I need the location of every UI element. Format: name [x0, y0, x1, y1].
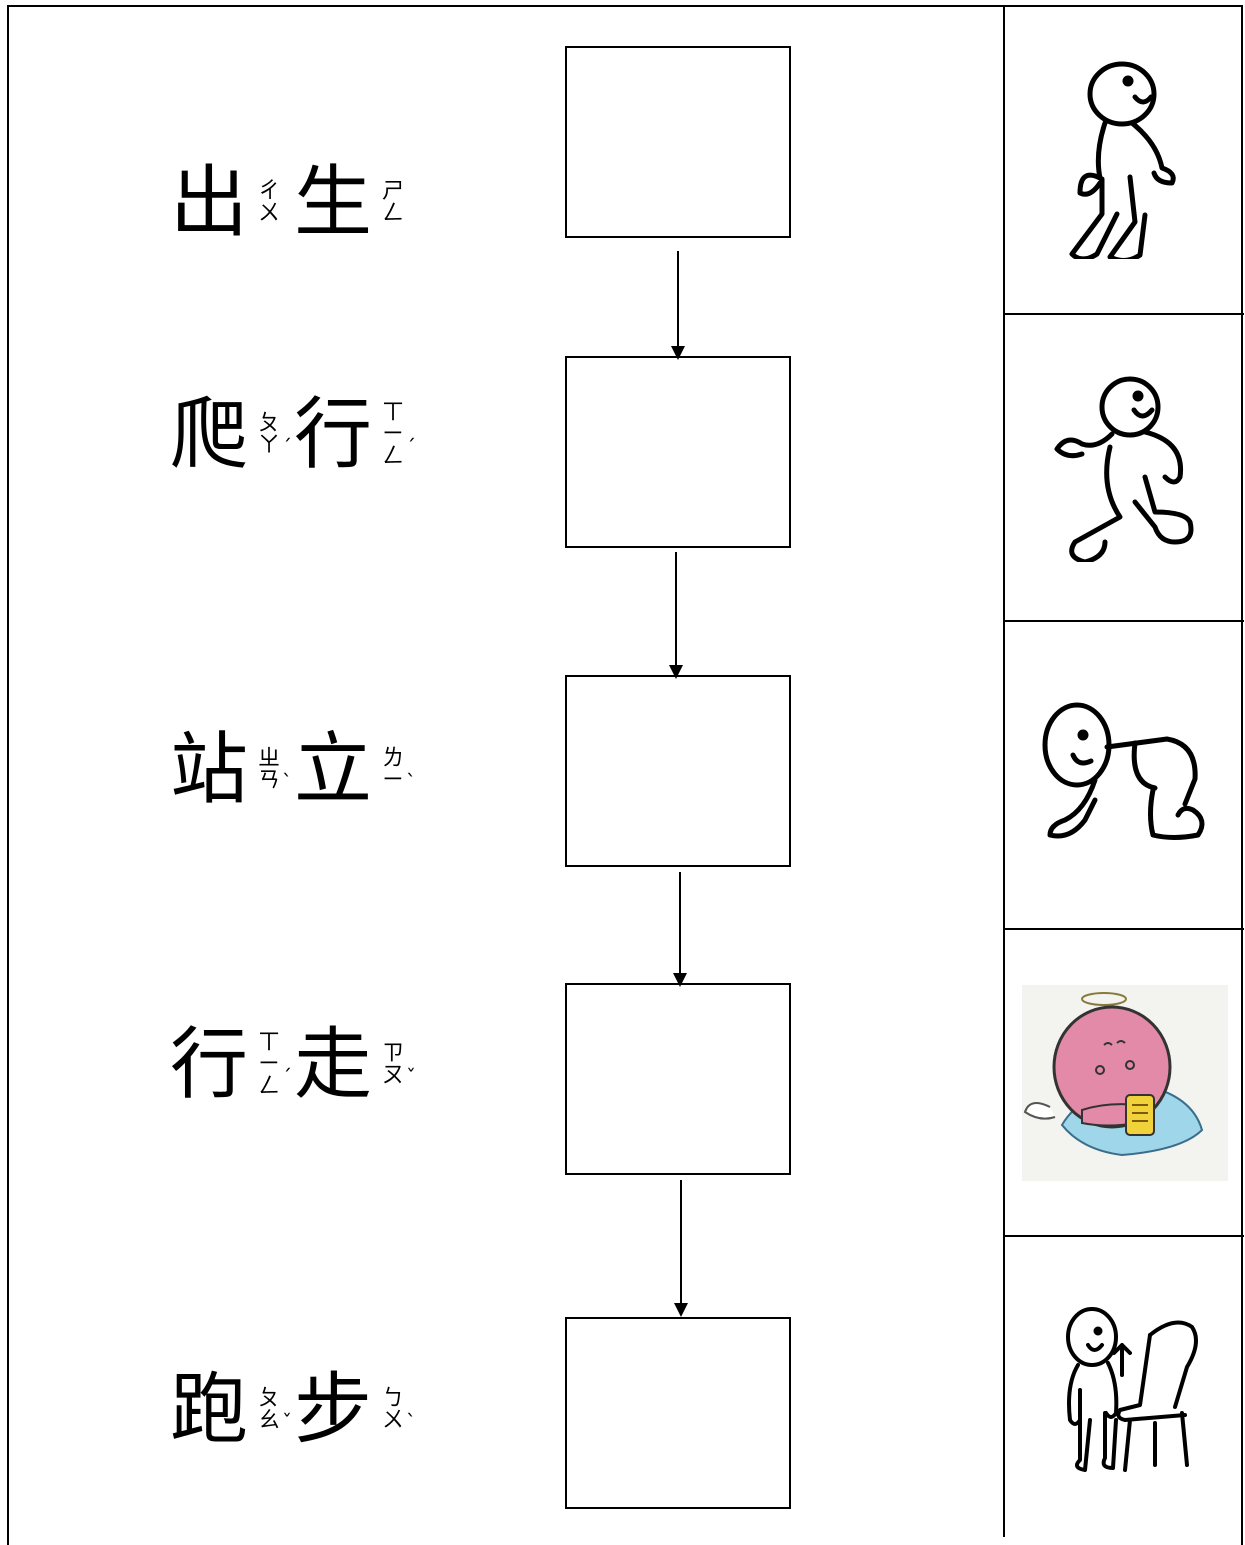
- answer-box-5[interactable]: [565, 1317, 791, 1509]
- word-run: 跑 ㄆ ㄠ ˇ 步 ㄅ ㄨ ˋ: [170, 1355, 418, 1465]
- zhuyin-symbol: ㄓ: [258, 746, 281, 771]
- hanzi-char: 立: [294, 725, 373, 815]
- hanzi-char: 步: [294, 1365, 373, 1455]
- zhuyin-symbol: ㄥ: [382, 444, 405, 469]
- hanzi-char: 出: [170, 158, 249, 248]
- picture-cell-crawling: [1005, 622, 1244, 927]
- zhuyin-annotation: ㄗ ㄡ ˇ: [376, 1041, 416, 1090]
- char-group: 跑 ㄆ ㄠ ˇ: [170, 1365, 292, 1455]
- zhuyin-symbol: ㄆ: [258, 1386, 281, 1411]
- zhuyin-symbol: ㄒ: [382, 400, 405, 425]
- word-stand: 站 ㄓ ㄢ ˋ 立 ㄌ ㄧ ˋ: [170, 715, 418, 825]
- tone-mark: ˇ: [282, 1410, 293, 1434]
- zhuyin-symbol: ㄧ: [382, 768, 405, 793]
- tone-mark: ˊ: [282, 1065, 293, 1089]
- picture-cell-divider: [1004, 313, 1244, 315]
- hanzi-char: 行: [170, 1020, 249, 1110]
- tone-mark: ˊ: [406, 435, 417, 459]
- picture-cell-divider: [1004, 928, 1244, 930]
- running-person-icon: [1054, 376, 1193, 562]
- zhuyin-symbol: ㄆ: [258, 411, 281, 436]
- zhuyin-symbol: ㄚ: [258, 433, 281, 458]
- zhuyin-symbol: ㄡ: [382, 1063, 405, 1088]
- zhuyin-annotation: ㄒ ㄧ ㄥ ˊ: [252, 1030, 292, 1099]
- tone-mark: ˇ: [406, 1065, 417, 1089]
- char-group: 行 ㄒ ㄧ ㄥ ˊ: [170, 1020, 292, 1110]
- picture-cell-divider: [1004, 1235, 1244, 1237]
- char-group: 立 ㄌ ㄧ ˋ: [294, 725, 416, 815]
- answer-box-1[interactable]: [565, 46, 791, 238]
- hanzi-char: 爬: [170, 390, 249, 480]
- word-walk: 行 ㄒ ㄧ ㄥ ˊ 走 ㄗ ㄡ ˇ: [170, 1010, 418, 1120]
- crawling-baby-icon: [1042, 702, 1204, 840]
- char-group: 爬 ㄆ ㄚ ˊ: [170, 390, 292, 480]
- tone-mark: ˋ: [282, 770, 293, 794]
- zhuyin-annotation: ㄆ ㄠ ˇ: [252, 1386, 292, 1435]
- zhuyin-symbol: ㄥ: [258, 1074, 281, 1099]
- char-group: 步 ㄅ ㄨ ˋ: [294, 1365, 416, 1455]
- hanzi-char: 生: [294, 158, 373, 248]
- arrow-4-to-5: [674, 1180, 688, 1317]
- zhuyin-symbol: ㄔ: [258, 179, 281, 204]
- column-divider: [1003, 5, 1005, 1537]
- zhuyin-symbol: ㄧ: [258, 1052, 281, 1077]
- hanzi-char: 跑: [170, 1365, 249, 1455]
- picture-cell-running: [1005, 314, 1244, 619]
- arrow-1-to-2: [671, 251, 685, 360]
- hanzi-char: 站: [170, 725, 249, 815]
- arrow-3-to-4: [673, 872, 687, 987]
- arrow-2-to-3: [669, 552, 683, 679]
- zhuyin-symbol: ㄗ: [382, 1041, 405, 1066]
- picture-cell-walking: [1005, 6, 1244, 311]
- zhuyin-symbol: ㄌ: [382, 746, 405, 771]
- zhuyin-symbol: ㄨ: [382, 1408, 405, 1433]
- word-birth: 出 ㄔ ㄨ 生 ㄕ ㄥ: [170, 148, 418, 258]
- answer-box-3[interactable]: [565, 675, 791, 867]
- answer-box-2[interactable]: [565, 356, 791, 548]
- tone-mark: ˋ: [406, 1410, 417, 1434]
- zhuyin-annotation: ㄕ ㄥ: [376, 181, 410, 225]
- char-group: 走 ㄗ ㄡ ˇ: [294, 1020, 416, 1110]
- person-standing-up-from-chair-icon: [1065, 1306, 1198, 1472]
- tone-mark: ˋ: [406, 770, 417, 794]
- zhuyin-symbol: ㄠ: [258, 1408, 281, 1433]
- tone-mark: ˊ: [282, 435, 293, 459]
- baby-angel-with-bottle-icon: [1021, 984, 1228, 1181]
- worksheet-frame: [7, 5, 1243, 1545]
- char-group: 行 ㄒ ㄧ ㄥ ˊ: [294, 390, 416, 480]
- zhuyin-symbol: ㄧ: [382, 422, 405, 447]
- hanzi-char: 行: [294, 390, 373, 480]
- hanzi-char: 走: [294, 1020, 373, 1110]
- word-crawl: 爬 ㄆ ㄚ ˊ 行 ㄒ ㄧ ㄥ ˊ: [170, 380, 418, 490]
- picture-cell-baby-angel: [1005, 930, 1244, 1235]
- zhuyin-symbol: ㄥ: [382, 201, 405, 226]
- zhuyin-symbol: ㄒ: [258, 1030, 281, 1055]
- zhuyin-annotation: ㄓ ㄢ ˋ: [252, 746, 292, 795]
- picture-cell-standing-up: [1005, 1237, 1244, 1542]
- picture-cell-divider: [1004, 620, 1244, 622]
- zhuyin-annotation: ㄔ ㄨ: [252, 181, 286, 225]
- zhuyin-annotation: ㄒ ㄧ ㄥ ˊ: [376, 400, 416, 469]
- zhuyin-annotation: ㄌ ㄧ ˋ: [376, 746, 416, 795]
- char-group: 站 ㄓ ㄢ ˋ: [170, 725, 292, 815]
- char-group: 出 ㄔ ㄨ: [170, 164, 286, 242]
- zhuyin-symbol: ㄕ: [382, 179, 405, 204]
- zhuyin-symbol: ㄨ: [258, 201, 281, 226]
- walking-person-icon: [1069, 61, 1176, 259]
- zhuyin-symbol: ㄢ: [258, 768, 281, 793]
- zhuyin-annotation: ㄆ ㄚ ˊ: [252, 411, 292, 460]
- zhuyin-annotation: ㄅ ㄨ ˋ: [376, 1386, 416, 1435]
- zhuyin-symbol: ㄅ: [382, 1386, 405, 1411]
- char-group: 生 ㄕ ㄥ: [294, 164, 410, 242]
- answer-box-4[interactable]: [565, 983, 791, 1175]
